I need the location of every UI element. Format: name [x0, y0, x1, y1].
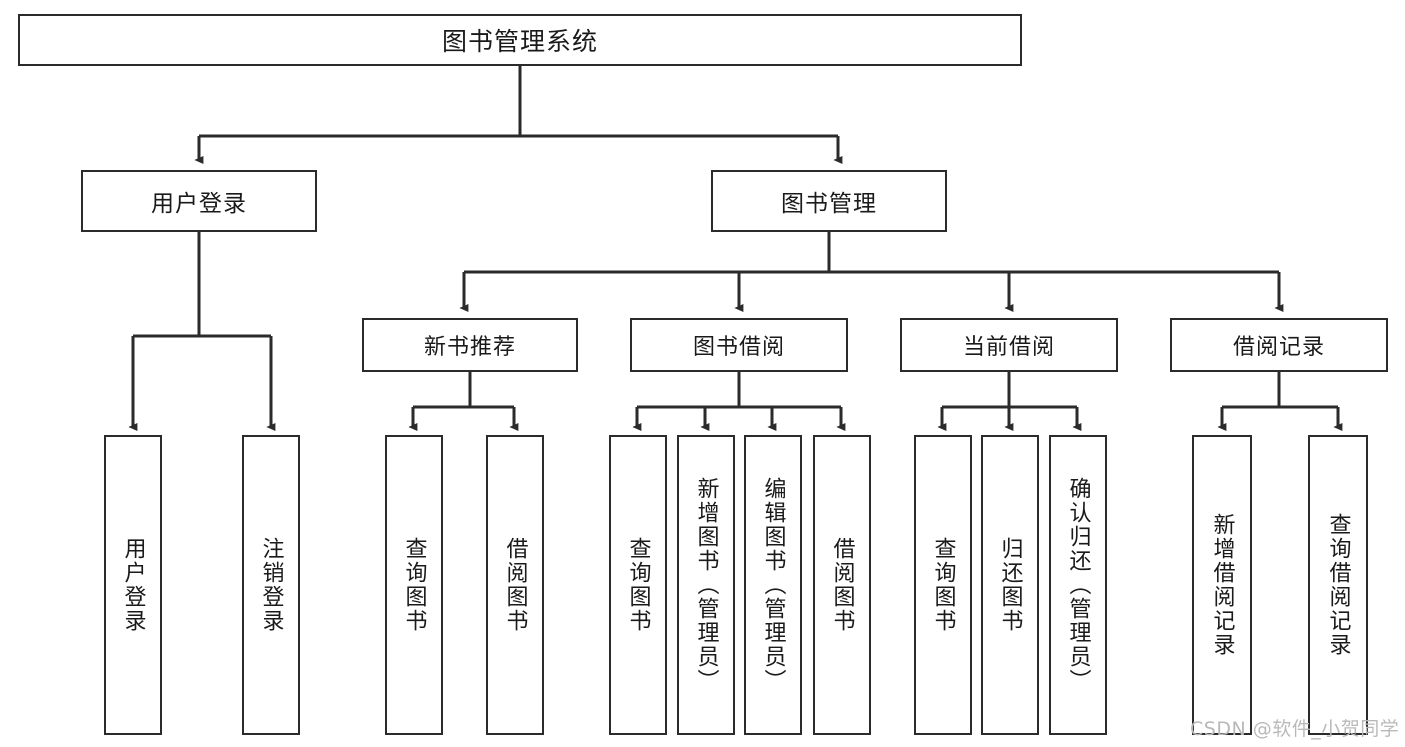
leaf-record-add[interactable]: 新增借阅记录 — [1192, 435, 1252, 735]
node-new-book-recommend[interactable]: 新书推荐 — [362, 318, 578, 372]
leaf-user-login-signout[interactable]: 注销登录 — [242, 435, 300, 735]
leaf-current-confirm-return[interactable]: 确认归还（管理员） — [1049, 435, 1107, 735]
node-book-management-label: 图书管理 — [781, 191, 877, 217]
leaf-current-query-book[interactable]: 查询图书 — [914, 435, 972, 735]
node-book-borrow[interactable]: 图书借阅 — [630, 318, 848, 372]
leaf-borrow-edit-book[interactable]: 编辑图书（管理员） — [744, 435, 802, 735]
leaf-borrow-query-book[interactable]: 查询图书 — [609, 435, 667, 735]
leaf-current-confirm-return-label: 确认归还（管理员） — [1065, 477, 1091, 693]
leaf-user-login-signin[interactable]: 用户登录 — [104, 435, 162, 735]
leaf-record-add-label: 新增借阅记录 — [1209, 513, 1235, 657]
node-current-borrow-label: 当前借阅 — [962, 335, 1055, 360]
leaf-record-query-label: 查询借阅记录 — [1325, 513, 1351, 657]
leaf-new-book-borrow[interactable]: 借阅图书 — [486, 435, 544, 735]
node-borrow-record[interactable]: 借阅记录 — [1170, 318, 1388, 372]
watermark-text: CSDN @软件_小贺同学 — [1190, 718, 1400, 740]
node-user-login-label: 用户登录 — [151, 191, 247, 217]
node-user-login[interactable]: 用户登录 — [81, 170, 317, 232]
node-borrow-record-label: 借阅记录 — [1232, 335, 1325, 360]
node-current-borrow[interactable]: 当前借阅 — [900, 318, 1118, 372]
node-book-management[interactable]: 图书管理 — [711, 170, 947, 232]
leaf-borrow-borrow-book-label: 借阅图书 — [829, 537, 855, 633]
node-new-book-recommend-label: 新书推荐 — [423, 335, 516, 360]
leaf-borrow-add-book-label: 新增图书（管理员） — [693, 477, 719, 693]
node-book-borrow-label: 图书借阅 — [692, 335, 785, 360]
leaf-record-query[interactable]: 查询借阅记录 — [1308, 435, 1368, 735]
leaf-borrow-add-book[interactable]: 新增图书（管理员） — [677, 435, 735, 735]
leaf-current-return-book-label: 归还图书 — [997, 537, 1023, 633]
leaf-user-login-signout-label: 注销登录 — [258, 537, 284, 633]
leaf-borrow-borrow-book[interactable]: 借阅图书 — [813, 435, 871, 735]
leaf-new-book-query[interactable]: 查询图书 — [385, 435, 443, 735]
leaf-new-book-borrow-label: 借阅图书 — [502, 537, 528, 633]
node-root-label: 图书管理系统 — [441, 27, 598, 56]
leaf-borrow-edit-book-label: 编辑图书（管理员） — [760, 477, 786, 693]
node-root[interactable]: 图书管理系统 — [18, 14, 1022, 66]
leaf-user-login-signin-label: 用户登录 — [120, 537, 146, 633]
leaf-new-book-query-label: 查询图书 — [401, 537, 427, 633]
leaf-current-query-book-label: 查询图书 — [930, 537, 956, 633]
leaf-borrow-query-book-label: 查询图书 — [625, 537, 651, 633]
leaf-current-return-book[interactable]: 归还图书 — [981, 435, 1039, 735]
